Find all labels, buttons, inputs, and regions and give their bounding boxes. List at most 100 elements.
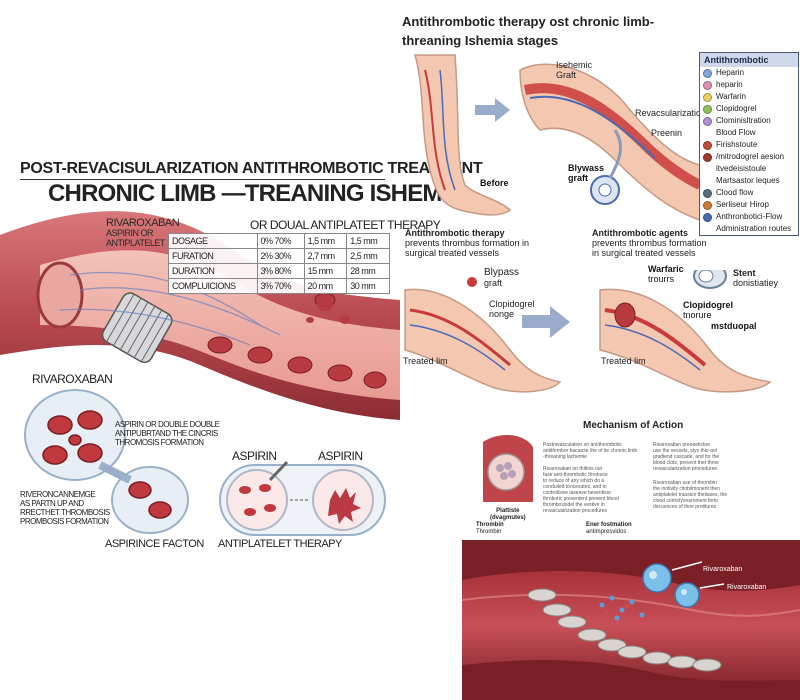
antiplatelet-label: ANTIPLATELET THERAPY <box>218 538 342 550</box>
legend-item: Warfarin <box>700 91 798 103</box>
mech-para-1: Postmvasculation on antithrombotic antit… <box>543 442 648 460</box>
ischemic-text: Isehemic <box>556 60 593 70</box>
legend-label: heparin <box>716 80 743 89</box>
legend-label: /mitrodogrel aesion <box>716 152 785 161</box>
revasc-label: Revacsularization <box>635 108 707 118</box>
table-cell: 2,7 mm <box>303 248 348 264</box>
warfaric-text: Warfaric <box>648 264 684 274</box>
riva-note-line: ANTIPUBRTAND THE CINCRIS <box>115 429 218 438</box>
legend-item: Martsastor leques <box>700 175 798 187</box>
ener-label: Ener fostmation antimpresvidos <box>586 522 632 536</box>
trourrs-text: trourrs <box>648 274 675 284</box>
blypass-graft-text: graft <box>484 278 503 288</box>
mech-p1-line: -threaning lachemie <box>543 454 587 460</box>
small-cells <box>306 299 350 324</box>
graft-text: Graft <box>556 70 577 80</box>
vessel-label-aspirin: ASPIRIN OR <box>106 228 154 238</box>
table-row-label: DURATION <box>168 263 258 279</box>
table-cell: 15 mm <box>303 263 348 279</box>
platelet-illustration <box>483 435 533 502</box>
legend-label: Anthronbotici-Flow <box>716 212 783 221</box>
table-cell: 20 mm <box>303 278 348 294</box>
platelets-label: Plattiste (dvagmutes) <box>490 508 526 522</box>
aspirin-diagram <box>219 460 386 536</box>
mech-para-3: Rivaroxaban preoeetictoe use the vessels… <box>653 442 773 472</box>
blywass-text: Blywass <box>568 163 605 173</box>
riva-note: ASPIRIN OR DOUBLE DOUBLE ANTIPUBRTAND TH… <box>115 420 220 447</box>
clopidogrel-nonge-label: Clopidogrel nonge <box>489 299 535 319</box>
legend-item: Heparin <box>700 67 798 79</box>
donist-text: donistiatiey <box>733 278 779 288</box>
legend-swatch <box>703 81 712 90</box>
vessel-label: RIVAROXABAN ASPIRIN OR ANTIPLATELET <box>106 217 180 249</box>
thrombin-label: Thrombin Thrombin <box>476 522 504 536</box>
warfaric-label: Warfaric trourrs <box>648 264 684 284</box>
stent-text: Stent <box>733 268 756 278</box>
mech-p3-line: use the vessels, stys thio-aol <box>653 448 717 454</box>
thrombin-text: Thrombin <box>476 522 504 528</box>
riva-note-2: RIVERONCANNEMGE AS PARTN UP AND RRECTHET… <box>20 490 110 526</box>
table-cell: 2% 30% <box>256 248 305 264</box>
aspirince-label: ASPIRINCE FACTON <box>105 538 204 550</box>
clop2-text: Clopidogrel <box>683 300 733 310</box>
top-leg-illustration <box>414 54 700 221</box>
mech-p2-line: fase anti-thrombotic throbuce <box>543 472 608 478</box>
therapy-title: Antithrombotic therapy <box>405 228 505 238</box>
mech-p2-line: Rivaroxaban on thitlois out <box>543 466 602 472</box>
mechanism-title: Mechanism of Action <box>583 420 684 431</box>
mech-p2-line: to reduce of any which do a <box>543 478 605 484</box>
riva-note2-line: RIVERONCANNEMGE <box>20 490 96 499</box>
mech-para-4: Rivaroxaban use of thrombin the inotivit… <box>653 480 773 510</box>
mech-p1-line: Postmvasculation on antithrombotic <box>543 442 622 448</box>
legend-swatch <box>703 201 712 210</box>
table-cell: 1,5 mm <box>303 233 348 249</box>
table-row-label: COMPLUICIONS <box>168 278 258 294</box>
riva-label-b: Rivaroxaban <box>727 584 767 591</box>
treated-label-2: Treated lim <box>601 356 646 366</box>
therapy-desc-2: surgical treated vessels <box>405 248 500 258</box>
mech-p4-line: Rivaroxaban use of thrombin <box>653 480 717 486</box>
table-cell: 3% 70% <box>256 278 305 294</box>
legend-swatch <box>703 189 712 198</box>
blypass-text: Blypass <box>484 267 520 278</box>
riva-note-line: ASPIRIN OR DOUBLE DOUBLE <box>115 420 220 429</box>
legend-item: Serliseur Hirop <box>700 199 798 211</box>
aspirin-label-1: ASPIRIN <box>232 449 277 463</box>
table-row-label: FURATION <box>168 248 258 264</box>
table-cell: 0% 70% <box>256 233 305 249</box>
treated-label-1: Treated lim <box>403 356 448 366</box>
nonge-text: nonge <box>489 309 515 319</box>
vessel-label-riva: RIVAROXABAN <box>106 217 180 229</box>
clop-tnorure-label: Clopidogrel tnorure <box>683 300 733 320</box>
legend-label: itvedeisistoule <box>716 164 767 173</box>
mech-p1-line: antithrmbor bacause the of tie chronic l… <box>543 448 638 454</box>
mstduopal-label: mstduopal <box>711 321 757 331</box>
legend-swatch <box>703 153 712 162</box>
legend-swatch <box>703 213 712 222</box>
middle-leg-illustration <box>404 270 772 393</box>
left-title: CHRONIC LIMB —TREANING ISHEMIA <box>48 180 465 207</box>
table-cell: 28 mm <box>346 263 390 279</box>
aspirin-label-2: ASPIRIN <box>318 449 363 463</box>
blywass-graft-text: graft <box>568 173 588 183</box>
table-row-label: DOSAGE <box>168 233 258 249</box>
legend-item: Clopidogrel <box>700 103 798 115</box>
legend-swatch <box>703 117 712 126</box>
agents-title: Antithrombotic agents <box>592 228 688 238</box>
mechanism-vessel <box>462 540 800 700</box>
agents-block: Antithrombotic agents prevents thrombus … <box>592 228 707 258</box>
legend-label: Clood flow <box>716 188 754 197</box>
legend-item: itvedeisistoule <box>700 163 798 175</box>
table-cell: 30 mm <box>346 278 390 294</box>
legend-item: Administration routes <box>700 223 798 235</box>
subtitle-underline <box>20 179 385 180</box>
legend-item: Clood flow <box>700 187 798 199</box>
table-header: OR DOUAL ANTIPLATEET THERAPY <box>250 218 441 232</box>
legend-title: Antithrombotic <box>700 53 798 67</box>
mech-p4-line: decuences of thoe protitures <box>653 504 717 510</box>
ischemic-label: Isehemic Graft <box>556 60 592 80</box>
